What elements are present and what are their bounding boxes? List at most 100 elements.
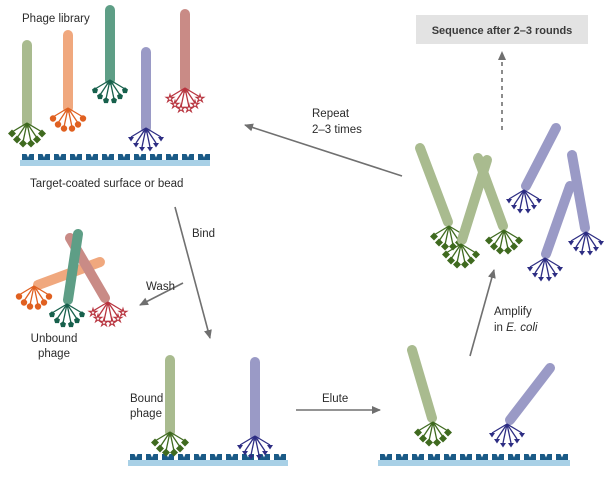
tail-fiber [67, 107, 84, 118]
fiber-tip [181, 438, 189, 447]
fiber-tip [45, 293, 53, 300]
tail-fiber [57, 107, 69, 124]
fiber-tip [92, 87, 98, 94]
fiber-tip [8, 129, 16, 138]
target-molecule [150, 154, 162, 160]
tail-fiber [33, 285, 45, 302]
fiber-tip [175, 102, 187, 114]
repeat-label-line1: Repeat [312, 108, 350, 120]
phage-library [8, 5, 206, 152]
amplify-label-line1: Amplify [494, 306, 532, 318]
tail-fiber [169, 431, 175, 452]
tail-fiber [529, 257, 546, 268]
target-molecule [556, 454, 568, 460]
target-molecule [226, 454, 238, 460]
fiber-tip [79, 115, 87, 122]
phage-purple [506, 123, 561, 214]
fiber-tip [74, 121, 82, 128]
tail-fiber [66, 303, 72, 324]
fiber-tip [111, 97, 117, 104]
tail-fiber [428, 421, 434, 442]
tail-fiber [496, 423, 508, 440]
tail-fiber [544, 257, 561, 268]
bound-phage-group [151, 355, 273, 460]
fiber-tip [461, 260, 469, 269]
bound-label-line1: Bound [130, 393, 163, 405]
fiber-tip [151, 438, 159, 447]
fiber-tip [531, 205, 537, 210]
fiber-tip [552, 273, 558, 278]
fiber-tip [444, 428, 452, 437]
fiber-tip [579, 251, 585, 256]
tail-fiber [169, 431, 181, 448]
tail-fiber [250, 435, 256, 456]
target-molecule [198, 154, 210, 160]
tail-fiber [107, 301, 113, 322]
wash-arrow [139, 282, 184, 306]
tail-fiber [103, 301, 109, 322]
target-molecule [428, 454, 440, 460]
target-molecule [210, 454, 222, 460]
target-molecule [508, 454, 520, 460]
fiber-tip [158, 137, 164, 142]
target-molecule [70, 154, 82, 160]
fiber-tip [60, 125, 68, 132]
tail-fiber [488, 229, 505, 240]
tail-fiber [544, 257, 550, 278]
target-molecule [146, 454, 158, 460]
target-molecule [380, 454, 392, 460]
tail-fiber [180, 87, 186, 108]
fiber-tip [490, 242, 498, 251]
tail-fiber [99, 79, 111, 96]
fiber-tip [92, 312, 104, 324]
bind-label: Bind [192, 228, 215, 240]
fiber-tip [267, 445, 273, 450]
fiber-tip [430, 232, 438, 241]
target-molecule [476, 454, 488, 460]
tail-fiber [33, 285, 50, 296]
tail-fiber [445, 243, 462, 254]
bind-arrow [174, 206, 212, 339]
fiber-tip [26, 303, 34, 310]
fiber-tip [117, 93, 123, 100]
target-molecule [396, 454, 408, 460]
fiber-tip [425, 438, 433, 447]
tail-fiber [51, 303, 68, 314]
tail-fiber [254, 435, 271, 446]
tail-fiber [18, 285, 35, 296]
tail-fiber [94, 79, 111, 90]
target-molecule [102, 154, 114, 160]
phage-green [407, 345, 452, 447]
tail-fiber [519, 189, 525, 210]
tail-fiber [107, 301, 124, 312]
fiber-tip [515, 236, 523, 245]
tail-fiber [506, 423, 523, 434]
target-molecule [166, 154, 178, 160]
tail-fiber [109, 79, 126, 90]
target-molecule [412, 454, 424, 460]
target-molecule [86, 154, 98, 160]
eluted-phage-group [407, 345, 555, 448]
tail-fiber [432, 421, 444, 438]
fiber-tip [19, 139, 27, 148]
fiber-tip [504, 246, 512, 255]
tail-fiber [460, 243, 472, 260]
tail-fiber [575, 231, 587, 248]
fiber-tip [256, 455, 262, 460]
tail-fiber [109, 79, 115, 100]
phage-purple [237, 357, 273, 460]
fiber-tip [156, 444, 164, 453]
tail-fiber [503, 229, 520, 240]
target-molecule [22, 154, 34, 160]
tail-fiber [534, 257, 546, 274]
fiber-tip [587, 251, 593, 256]
tail-fiber [145, 127, 162, 138]
fiber-tip [500, 443, 506, 448]
amplify-label-line2: in E. coli [494, 322, 538, 334]
amplified-phage-group [415, 123, 604, 282]
target-molecule [444, 454, 456, 460]
tail-fiber [585, 231, 597, 248]
fiber-tip [419, 434, 427, 443]
tail-fiber [450, 243, 462, 260]
